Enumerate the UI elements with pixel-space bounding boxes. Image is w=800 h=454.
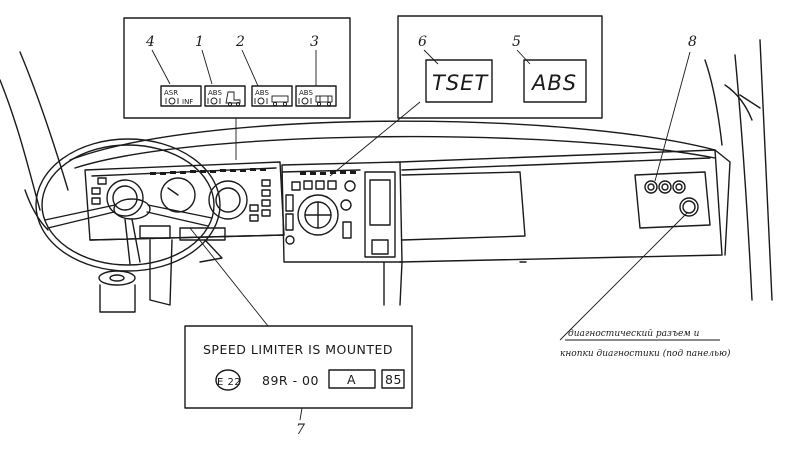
note-line-1: диагностический разъем и <box>568 329 700 339</box>
tset-lamp <box>425 59 493 103</box>
steering-wheel <box>35 138 221 272</box>
letter-value: A <box>347 372 356 387</box>
dashboard-top <box>69 120 731 256</box>
callout-8: 8 <box>688 34 697 50</box>
inf-label: INF <box>182 98 193 106</box>
indicator-abs-1 <box>204 85 246 107</box>
regulation-number: 89R - 00 <box>262 373 319 388</box>
callout-7: 7 <box>296 422 305 438</box>
callout-2: 2 <box>235 34 245 50</box>
callout-1: 1 <box>195 34 204 50</box>
letter-box <box>328 369 376 389</box>
lamp-panel: 6 5 TSET ABS <box>329 15 603 177</box>
indicator-asr-inf <box>160 85 202 107</box>
callout-5: 5 <box>512 34 521 50</box>
callout-3: 3 <box>310 34 319 50</box>
number-value: 85 <box>385 372 402 387</box>
tset-label: TSET <box>432 71 489 95</box>
note-line-2: кнопки диагностики (под панелью) <box>560 348 731 359</box>
approval-mark-text: E 22 <box>217 377 241 388</box>
indicator-abs-2 <box>251 85 293 107</box>
callout-8-group: 8 <box>654 34 697 182</box>
cab-frame <box>0 39 773 301</box>
dashboard-body <box>84 149 723 313</box>
abs-label-1: ABS <box>208 89 222 97</box>
approval-mark <box>215 369 241 391</box>
plate-frame <box>184 325 413 409</box>
abs-lamp-label: ABS <box>530 71 577 95</box>
lamp-panel-frame <box>397 15 603 119</box>
number-box <box>381 369 405 389</box>
callout-4: 4 <box>145 34 155 50</box>
abs-lamp <box>523 59 587 103</box>
indicator-abs-3 <box>295 85 337 107</box>
abs-label-3: ABS <box>299 89 313 97</box>
plate-title: SPEED LIMITER IS MOUNTED <box>203 342 393 357</box>
speed-limiter-plate: SPEED LIMITER IS MOUNTED E 22 89R - 00 A… <box>184 227 413 438</box>
asr-label: ASR <box>164 89 178 97</box>
indicator-panel: 4 1 2 3 ASR INF ABS ABS ABS <box>123 17 351 160</box>
callout-6: 6 <box>418 34 427 50</box>
abs-label-2: ABS <box>255 89 269 97</box>
indicator-panel-frame <box>123 17 351 119</box>
diagnostic-note: диагностический разъем и кнопки диагност… <box>559 211 731 359</box>
